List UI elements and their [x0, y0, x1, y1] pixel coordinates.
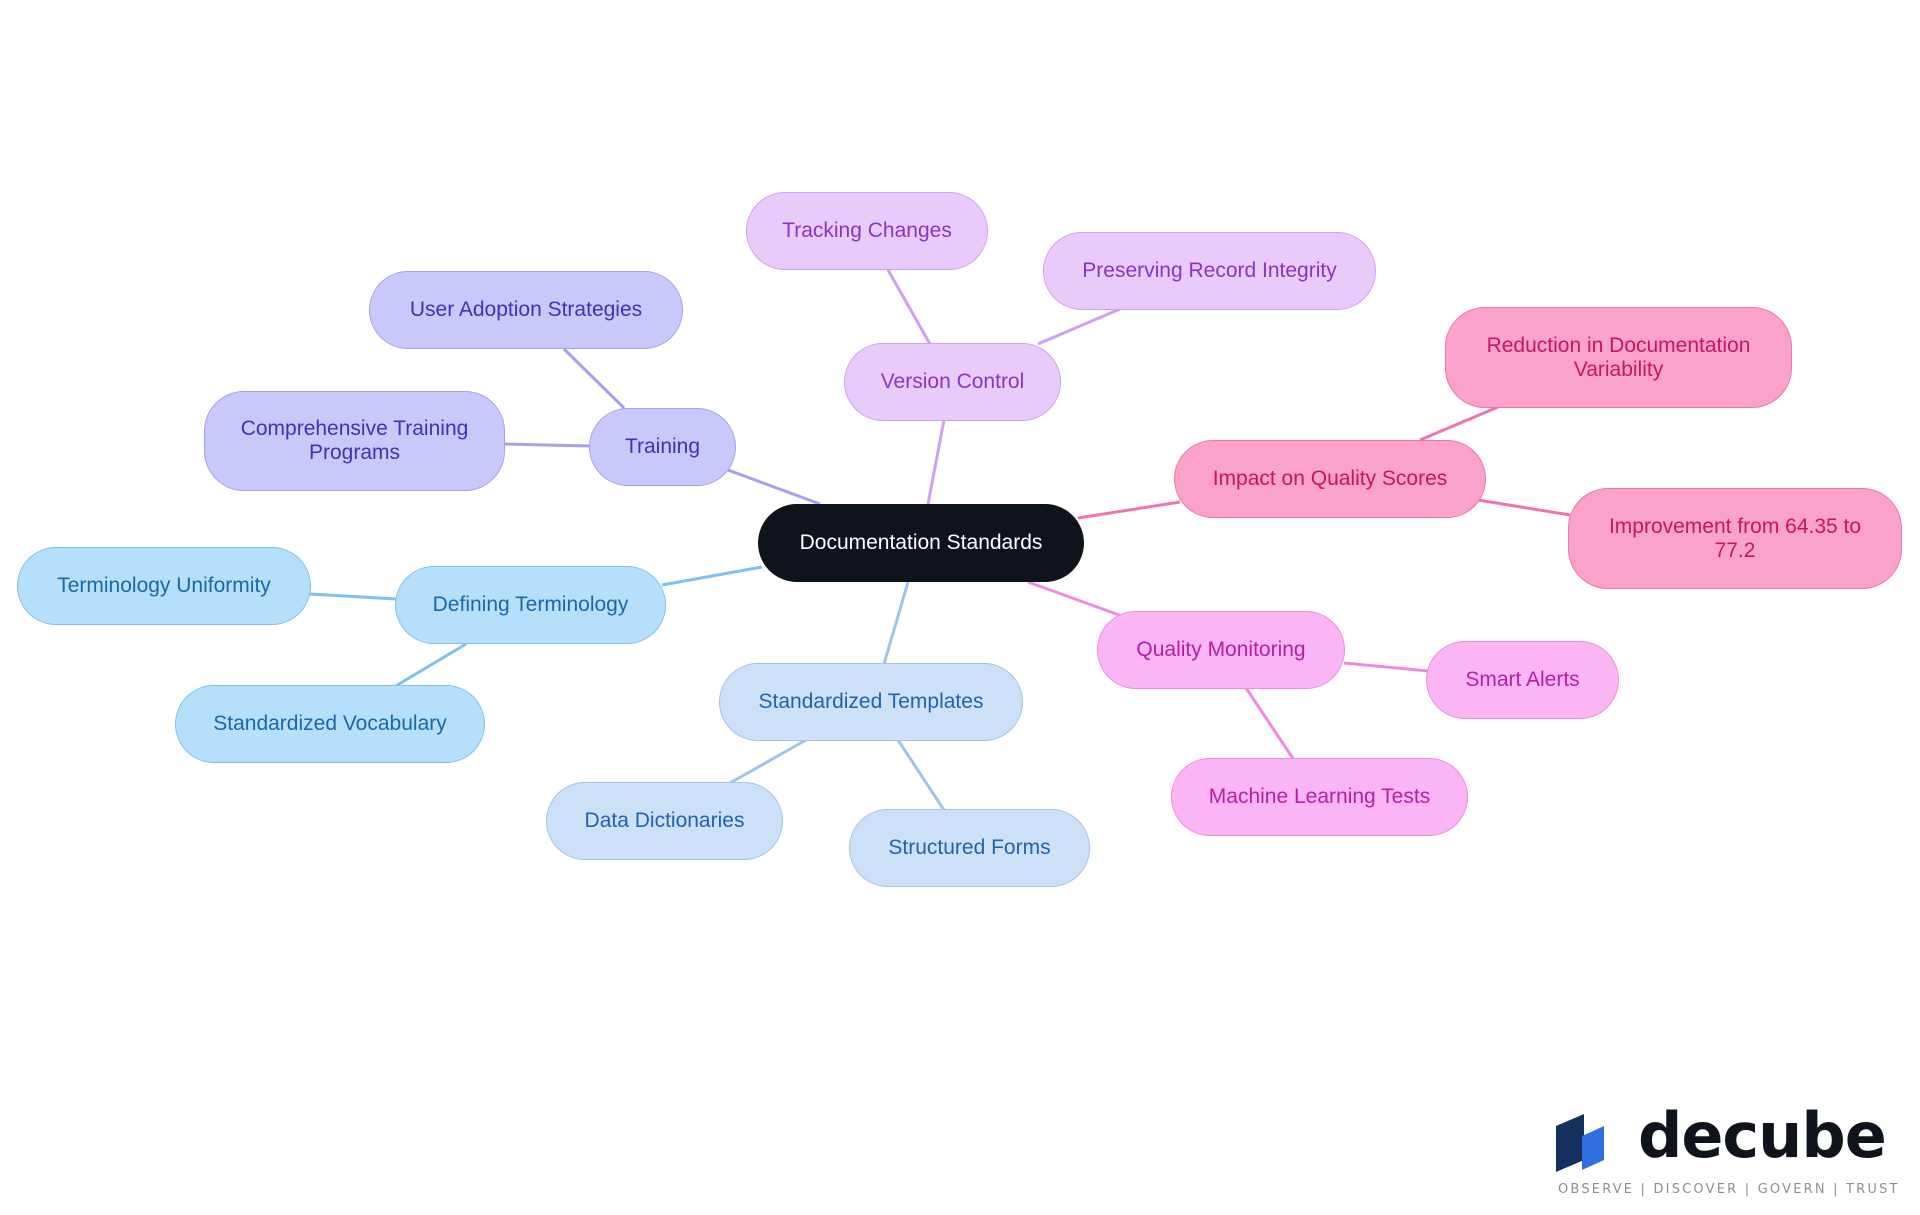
branch-node-version-control[interactable]: Version Control: [844, 343, 1061, 421]
leaf-node-label: Standardized Vocabulary: [213, 712, 447, 735]
edge-monitoring-ml-tests: [1244, 687, 1296, 761]
edge-version-preserving: [1037, 307, 1121, 346]
branch-node-label: Version Control: [880, 370, 1025, 393]
leaf-node-terminology-uniformity[interactable]: Terminology Uniformity: [17, 547, 311, 625]
edge-root-standardized-templates: [882, 581, 910, 665]
branch-node-standardized-templates[interactable]: Standardized Templates: [719, 663, 1023, 741]
edge-training-comprehensive: [503, 442, 591, 448]
leaf-node-label: Structured Forms: [888, 836, 1051, 859]
edge-root-version-control: [926, 419, 946, 505]
leaf-node-label: Preserving Record Integrity: [1082, 259, 1337, 282]
leaf-node-comprehensive-training-programs[interactable]: Comprehensive Training Programs: [204, 391, 505, 491]
edge-templates-forms: [896, 739, 946, 811]
edge-templates-dictionaries: [729, 738, 807, 785]
leaf-node-structured-forms[interactable]: Structured Forms: [849, 809, 1090, 887]
leaf-node-standardized-vocabulary[interactable]: Standardized Vocabulary: [175, 685, 485, 763]
leaf-node-label: Comprehensive Training Programs: [240, 417, 469, 464]
edge-version-tracking: [886, 269, 932, 345]
leaf-node-label: Tracking Changes: [782, 219, 952, 242]
edge-training-user-adoption: [562, 347, 626, 410]
edge-terminology-uniformity: [309, 592, 397, 601]
branch-node-label: Standardized Templates: [758, 690, 984, 713]
leaf-node-label: Data Dictionaries: [584, 809, 745, 832]
leaf-node-reduction-in-documentation-variability[interactable]: Reduction in Documentation Variability: [1445, 307, 1792, 408]
edge-terminology-vocabulary: [393, 642, 467, 689]
edge-root-quality-monitoring: [1027, 580, 1123, 618]
branch-node-quality-monitoring[interactable]: Quality Monitoring: [1097, 611, 1345, 689]
edge-root-training: [727, 468, 821, 506]
decube-logo: decube OBSERVE | DISCOVER | GOVERN | TRU…: [1556, 1099, 1898, 1198]
leaf-node-label: Machine Learning Tests: [1208, 785, 1431, 808]
edge-root-defining-terminology: [661, 565, 763, 587]
decube-logo-mark-icon: [1556, 1114, 1604, 1172]
branch-node-label: Training: [624, 435, 701, 458]
branch-node-label: Impact on Quality Scores: [1212, 467, 1448, 490]
branch-node-label: Defining Terminology: [432, 593, 629, 616]
leaf-node-label: Terminology Uniformity: [57, 574, 271, 597]
leaf-node-preserving-record-integrity[interactable]: Preserving Record Integrity: [1043, 232, 1376, 310]
branch-node-impact-on-quality-scores[interactable]: Impact on Quality Scores: [1174, 440, 1486, 518]
leaf-node-machine-learning-tests[interactable]: Machine Learning Tests: [1171, 758, 1468, 836]
leaf-node-improvement-64-35-to-77-2[interactable]: Improvement from 64.35 to 77.2: [1568, 488, 1902, 589]
branch-node-label: Quality Monitoring: [1136, 638, 1306, 661]
leaf-node-user-adoption-strategies[interactable]: User Adoption Strategies: [369, 271, 683, 349]
edge-impact-reduction: [1419, 405, 1499, 442]
leaf-node-label: Reduction in Documentation Variability: [1486, 333, 1751, 381]
root-node-label: Documentation Standards: [799, 531, 1043, 554]
root-node-documentation-standards[interactable]: Documentation Standards: [758, 504, 1084, 582]
leaf-node-label: Smart Alerts: [1465, 668, 1580, 691]
branch-node-training[interactable]: Training: [589, 408, 736, 486]
edge-impact-improvement: [1477, 498, 1571, 517]
branch-node-defining-terminology[interactable]: Defining Terminology: [395, 566, 666, 644]
edge-root-impact-quality: [1077, 500, 1181, 520]
edge-monitoring-smart-alerts: [1343, 661, 1429, 673]
decube-wordmark: decube: [1638, 1099, 1887, 1172]
leaf-node-smart-alerts[interactable]: Smart Alerts: [1426, 641, 1619, 719]
decube-tagline: OBSERVE | DISCOVER | GOVERN | TRUST: [1558, 1182, 1900, 1197]
leaf-node-data-dictionaries[interactable]: Data Dictionaries: [546, 782, 783, 860]
leaf-node-label: Improvement from 64.35 to 77.2: [1608, 514, 1862, 562]
leaf-node-label: User Adoption Strategies: [409, 298, 643, 321]
leaf-node-tracking-changes[interactable]: Tracking Changes: [746, 192, 988, 270]
